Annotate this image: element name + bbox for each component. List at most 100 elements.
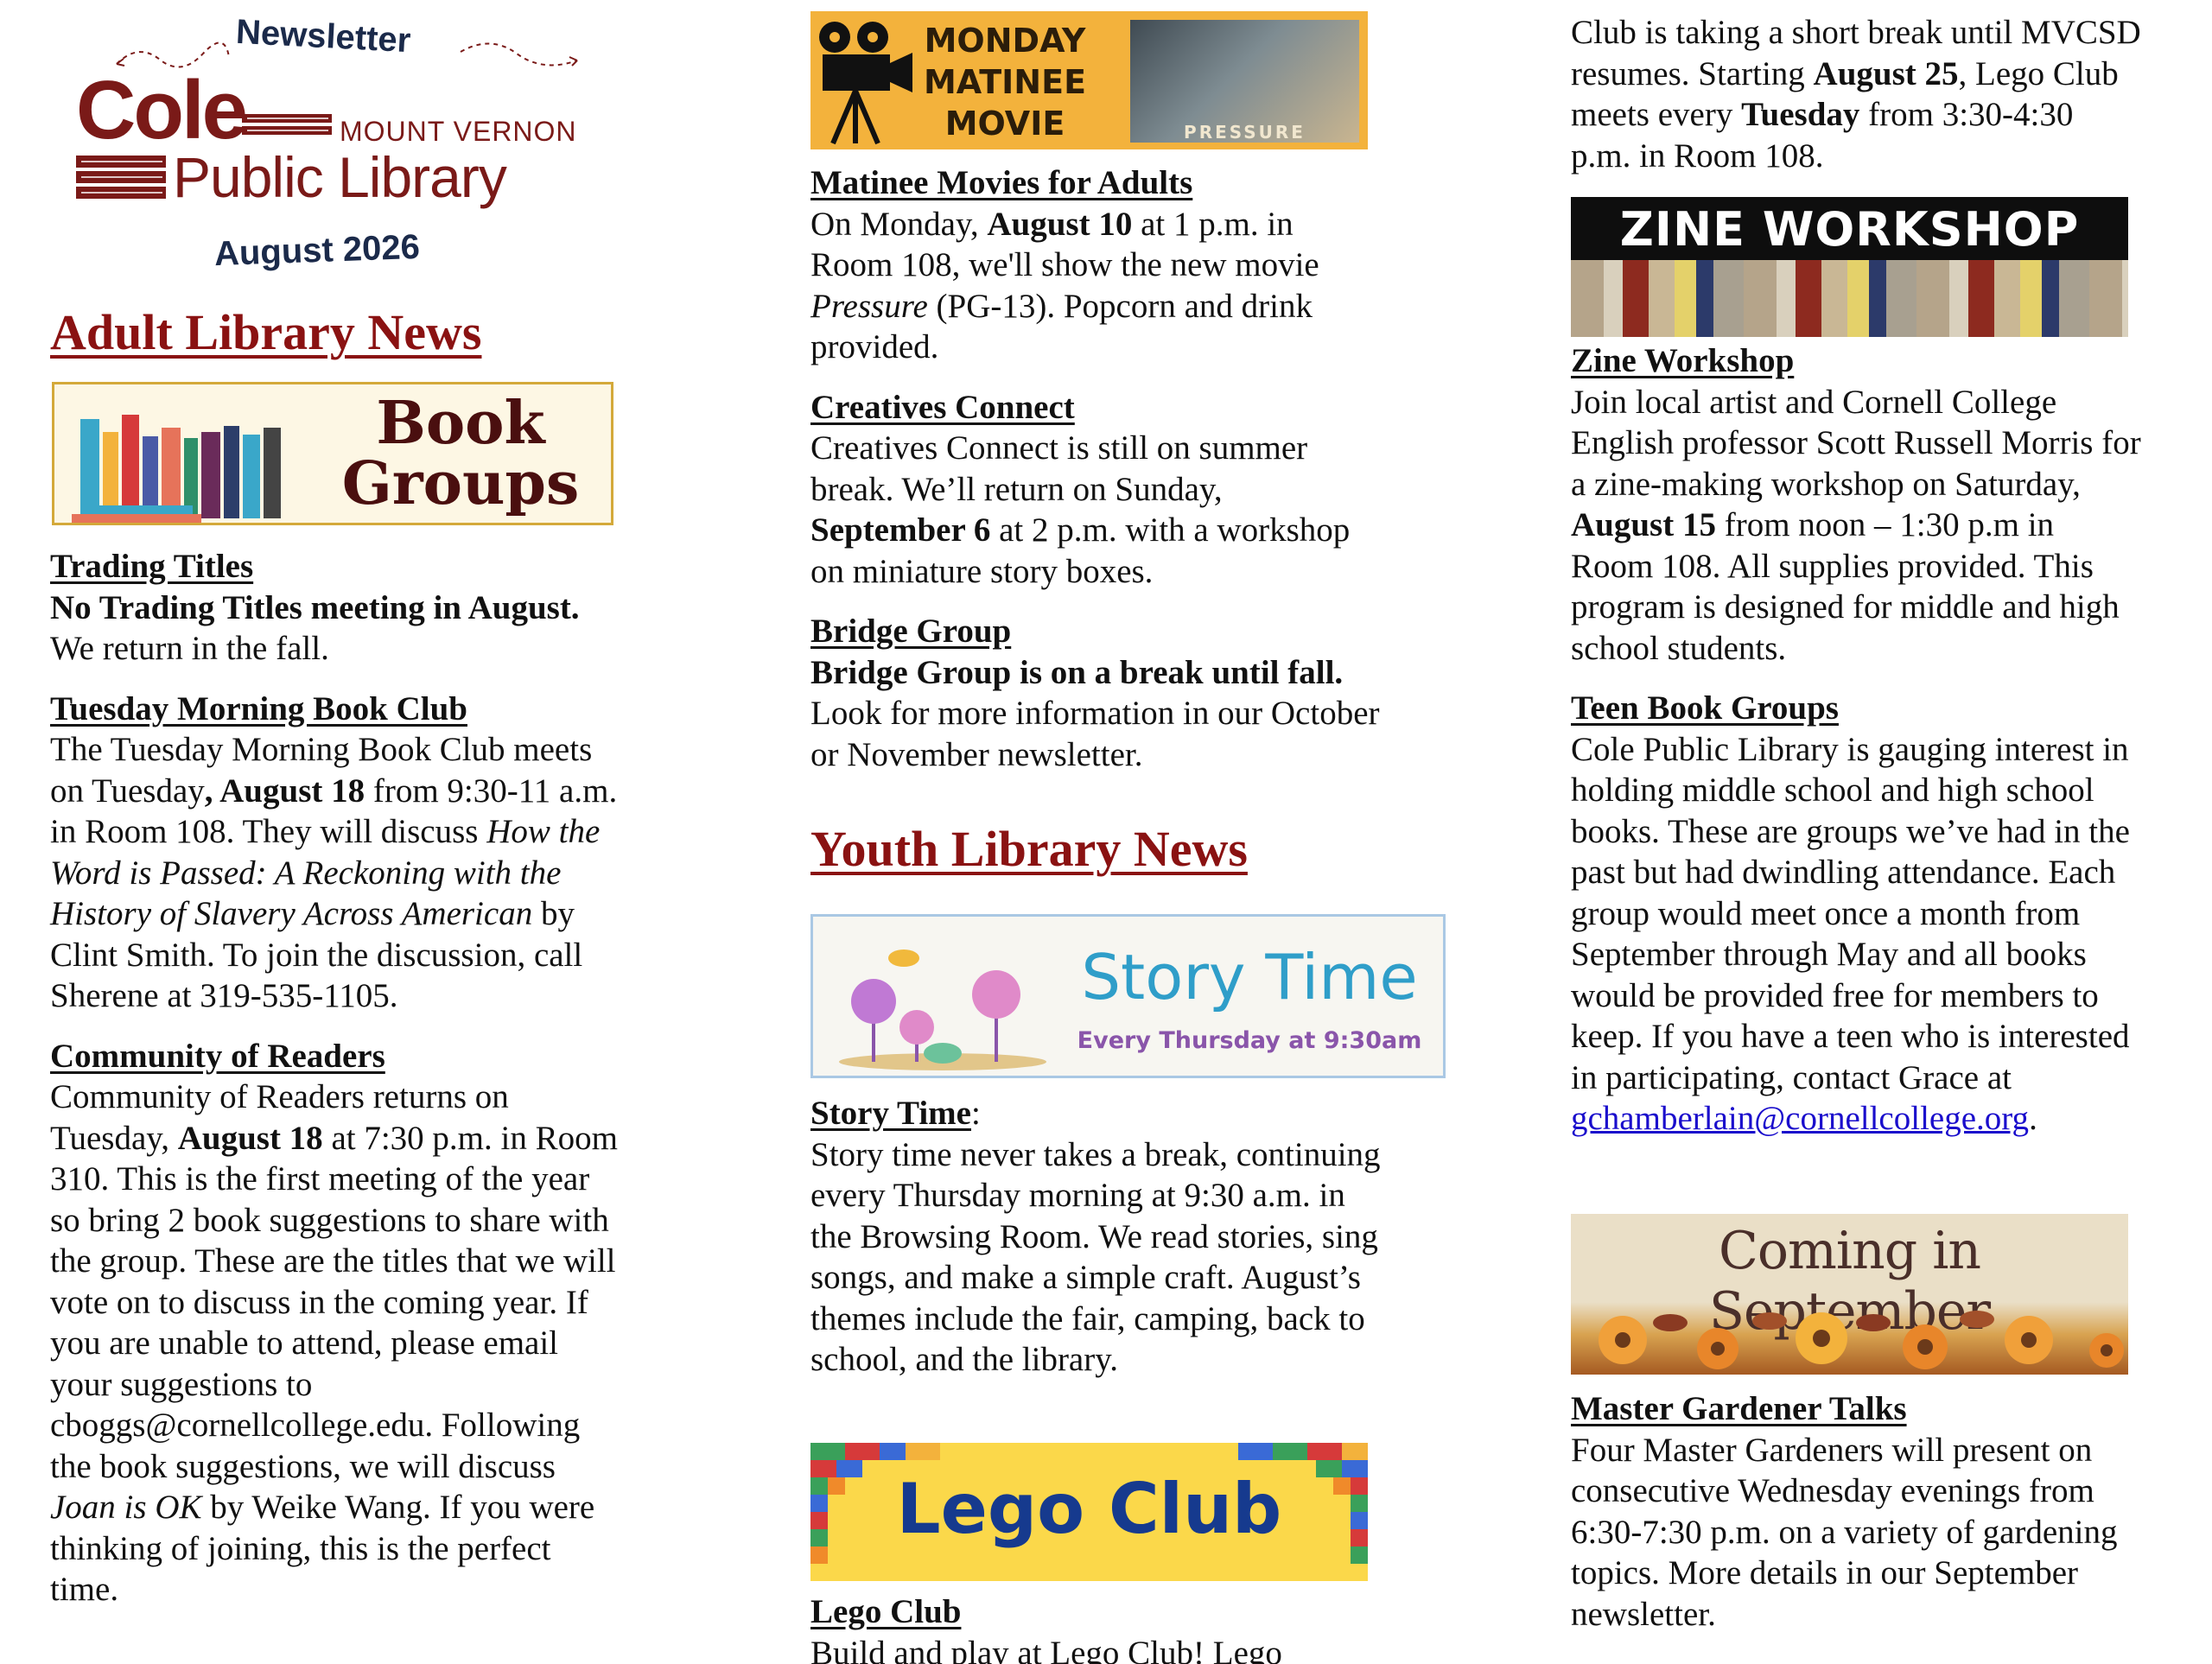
section-title-youth: Youth Library News (810, 821, 1248, 877)
zine-workshop-banner: ZINE WORKSHOP (1571, 197, 2128, 337)
column-1-text: Trading Titles No Trading Titles meeting… (50, 546, 620, 1610)
lego-club-banner: Lego Club (810, 1443, 1368, 1581)
zine-p2: from noon – 1:30 p.m in Room 108. All su… (1571, 506, 2120, 667)
zine-workshop-heading: Zine Workshop (1571, 342, 1795, 379)
master-gardener-article: Master Gardener Talks Four Master Garden… (1571, 1388, 2141, 1635)
lego-club-heading: Lego Club (810, 1593, 962, 1630)
story-time-heading-line: Story Time: (810, 1093, 1381, 1134)
matinee-body: On Monday, August 10 at 1 p.m. in Room 1… (810, 204, 1381, 368)
lego-day: Tuesday (1741, 96, 1860, 133)
bridge-group-heading: Bridge Group (810, 613, 1012, 650)
zine-workshop-banner-title: ZINE WORKSHOP (1619, 202, 2080, 257)
zine-workshop-article: Zine Workshop Join local artist and Corn… (1571, 340, 2141, 669)
zine-workshop-body: Join local artist and Cornell College En… (1571, 382, 2141, 670)
tuesday-p2: from 9:30-11 a.m. in Room 108. They will… (50, 772, 618, 851)
creatives-p1: Creatives Connect is still on summer bre… (810, 429, 1308, 508)
community-p1: Community of Readers returns on Tuesday, (50, 1078, 509, 1157)
book-stack-icon (242, 114, 332, 135)
monday-matinee-banner: MONDAY MATINEE MOVIE PRESSURE (810, 11, 1368, 149)
lego-p1b: Club is taking a short break until MVCSD… (1571, 14, 2141, 92)
matinee-heading: Matinee Movies for Adults (810, 164, 1193, 201)
tuesday-book-club-article: Tuesday Morning Book Club The Tuesday Mo… (50, 689, 620, 1017)
swirl-right-icon (460, 42, 578, 67)
tuesday-p1: The Tuesday Morning Book Club meets on T… (50, 731, 593, 810)
lego-club-body-start: Build and play at Lego Club! Lego (810, 1634, 1282, 1664)
matinee-banner-line3: MOVIE (944, 105, 1065, 143)
story-time-heading: Story Time (810, 1095, 971, 1132)
tuesday-book-club-heading: Tuesday Morning Book Club (50, 689, 467, 727)
story-time-banner-subtitle: Every Thursday at 9:30am (1077, 1027, 1422, 1054)
matinee-banner-line2: MATINEE (923, 63, 1087, 101)
community-date: August 18 (177, 1119, 323, 1157)
matinee-movie-title: Pressure (810, 287, 928, 325)
books-illustration-icon (72, 415, 281, 523)
tuesday-book-club-body: The Tuesday Morning Book Club meets on T… (50, 729, 620, 1017)
master-gardener-body: Four Master Gardeners will present on co… (1571, 1431, 2118, 1633)
section-title-adult: Adult Library News (50, 304, 482, 360)
teen-p2: . (2029, 1100, 2037, 1137)
creatives-connect-heading: Creatives Connect (810, 388, 1075, 426)
book-groups-banner: Book Groups (52, 382, 613, 525)
lego-club-body-continued: Club is taking a short break until MVCSD… (1571, 12, 2141, 176)
movie-poster-title: PRESSURE (1184, 122, 1306, 143)
matinee-banner-text: MONDAY MATINEE MOVIE (918, 20, 1091, 144)
trading-titles-body: No Trading Titles meeting in August. We … (50, 587, 620, 670)
movie-poster-image (1130, 20, 1359, 143)
lego-p3: from 3:30-4:30 p.m. in Room 108. (1571, 96, 2074, 175)
column-3-middle-text: Zine Workshop Join local artist and Corn… (1571, 340, 2141, 1140)
teen-book-groups-heading: Teen Book Groups (1571, 689, 1839, 727)
bridge-notice: Bridge Group is on a break until fall. (810, 653, 1344, 691)
zine-collage-image (1571, 260, 2128, 337)
trading-titles-notice: No Trading Titles meeting in August. (50, 588, 580, 626)
coming-in-september-banner: Coming in September (1571, 1214, 2128, 1375)
community-readers-body: Community of Readers returns on Tuesday,… (50, 1077, 620, 1610)
book-stack-icon (76, 156, 166, 199)
lego-club-article-continued: Club is taking a short break until MVCSD… (1571, 12, 2141, 176)
matinee-article: Matinee Movies for Adults On Monday, Aug… (810, 162, 1381, 368)
matinee-banner-line1: MONDAY (924, 22, 1086, 60)
story-time-banner-title: Story Time (1081, 941, 1418, 1013)
newsletter-date: August 2026 (213, 227, 421, 274)
bridge-group-article: Bridge Group Bridge Group is on a break … (810, 611, 1381, 775)
teen-book-groups-body: Cole Public Library is gauging interest … (1571, 729, 2141, 1140)
tuesday-date: , August 18 (204, 772, 365, 810)
library-location: MOUNT VERNON (340, 116, 577, 147)
master-gardener-heading: Master Gardener Talks (1571, 1390, 1907, 1427)
tuesday-book-title: How the Word is Passed: A Reckoning with… (50, 813, 601, 932)
story-time-banner: Story Time Every Thursday at 9:30am (810, 914, 1446, 1078)
autumn-flowers-icon (1599, 1311, 2124, 1369)
matinee-p2: at 1 p.m. in Room 108, we'll show the ne… (810, 205, 1319, 284)
teen-p1: Cole Public Library is gauging interest … (1571, 730, 2130, 1096)
matinee-date: August 10 (987, 205, 1133, 243)
trading-titles-heading: Trading Titles (50, 548, 254, 585)
zine-p1: Join local artist and Cornell College En… (1571, 383, 2141, 503)
lego-p2: , Lego Club meets every (1571, 54, 2119, 134)
film-camera-icon (819, 22, 912, 145)
email-link[interactable]: gchamberlain@cornellcollege.org (1571, 1100, 2030, 1137)
community-p2: at 7:30 p.m. in Room 310. This is the fi… (50, 1119, 618, 1485)
story-time-body: Story time never takes a break, continui… (810, 1135, 1381, 1379)
library-name-public-library: Public Library (173, 145, 507, 209)
library-name-cole: Cole (76, 64, 248, 156)
community-p3: by Weike Wang. If you were thinking of j… (50, 1489, 595, 1608)
lego-club-article-start: Lego Club Build and play at Lego Club! L… (810, 1591, 1381, 1664)
matinee-p3: (PG-13). Popcorn and drink provided. (810, 287, 1313, 366)
column-2-top-text: Matinee Movies for Adults On Monday, Aug… (810, 162, 1381, 775)
storybook-trees-icon (839, 949, 1046, 1070)
community-book-title: Joan is OK (50, 1489, 202, 1526)
creatives-connect-article: Creatives Connect Creatives Connect is s… (810, 387, 1381, 593)
story-time-colon: : (970, 1095, 981, 1132)
lego-club-banner-title: Lego Club (896, 1469, 1282, 1549)
teen-book-groups-article: Teen Book Groups Cole Public Library is … (1571, 688, 2141, 1140)
story-time-article: Story Time: Story time never takes a bre… (810, 1093, 1381, 1381)
community-readers-article: Community of Readers Community of Reader… (50, 1036, 620, 1610)
tuesday-p3: by Clint Smith. To join the discussion, … (50, 895, 583, 1014)
bridge-group-body: Bridge Group is on a break until fall. L… (810, 652, 1381, 776)
zine-date: August 15 (1571, 506, 1716, 543)
creatives-date: September 6 (810, 511, 991, 549)
book-groups-banner-title: Book Groups (341, 389, 580, 518)
matinee-p1: On Monday, (810, 205, 988, 243)
trading-titles-rest: We return in the fall. (50, 630, 329, 667)
creatives-p2: at 2 p.m. with a workshop on miniature s… (810, 511, 1351, 590)
creatives-connect-body: Creatives Connect is still on summer bre… (810, 428, 1381, 592)
